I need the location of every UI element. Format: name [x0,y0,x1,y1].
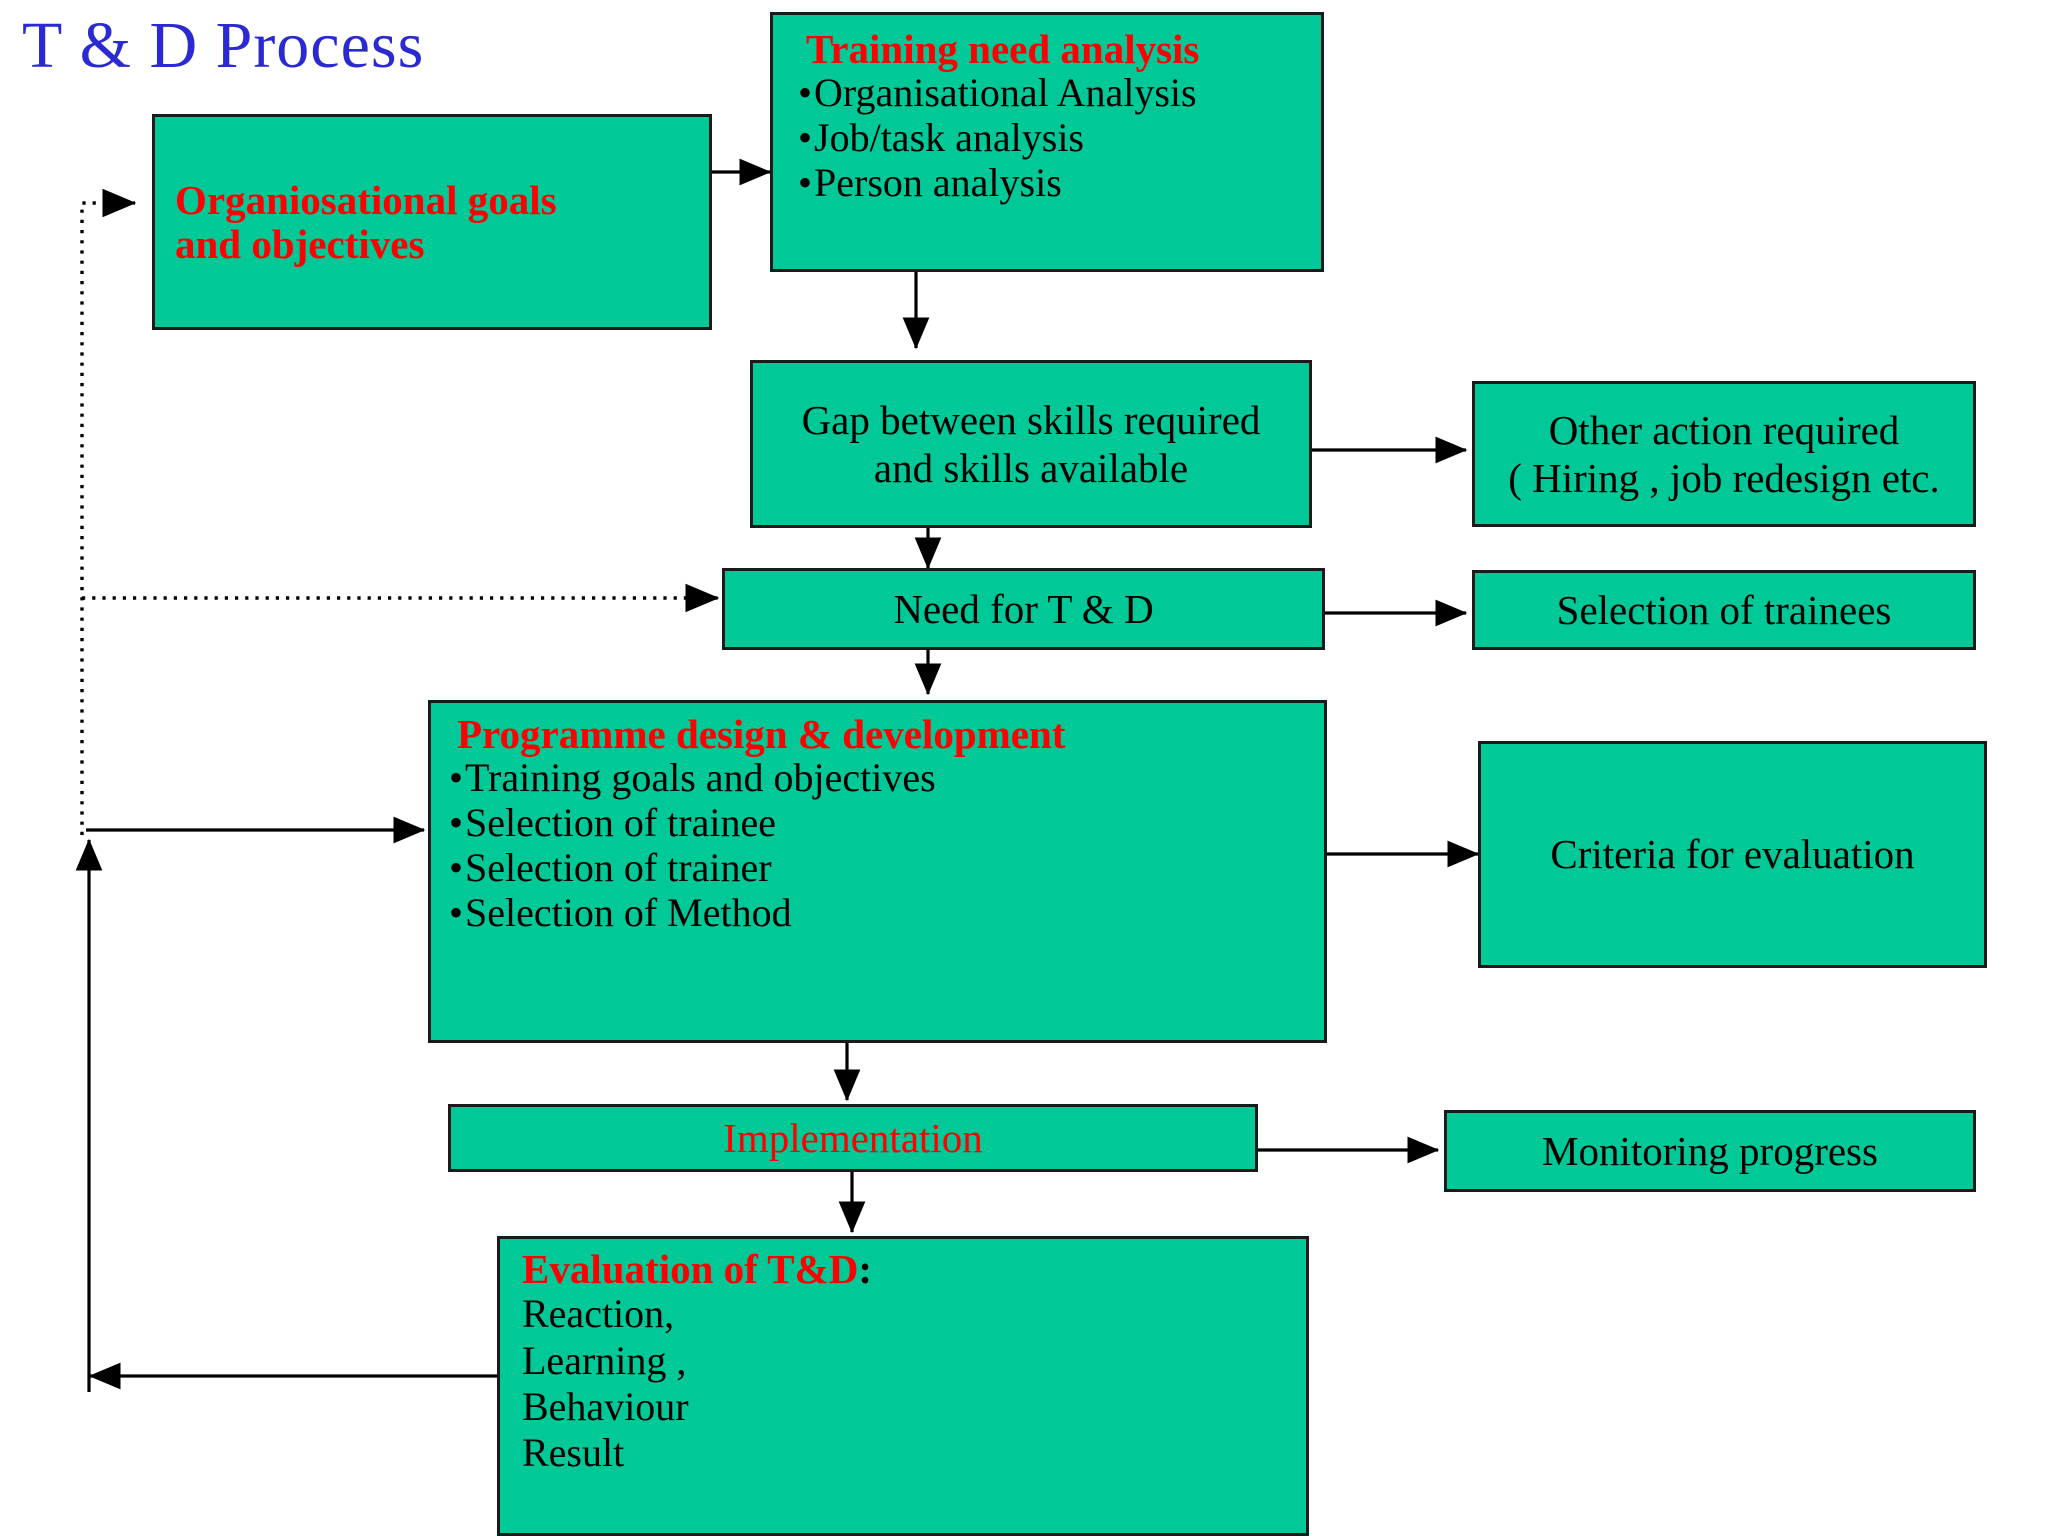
training-need-bullet-1: Organisational Analysis [773,70,1321,116]
node-training-need-analysis[interactable]: Training need analysis Organisational An… [770,12,1324,272]
node-skills-gap[interactable]: Gap between skills required and skills a… [750,360,1312,528]
training-need-bullet-3: Person analysis [773,160,1321,206]
monitoring-label: Monitoring progress [1542,1127,1878,1174]
node-programme-design[interactable]: Programme design & development Training … [428,700,1327,1043]
skills-gap-line-2: and skills available [873,445,1189,491]
evaluation-item-4: Result [522,1430,625,1476]
criteria-label: Criteria for evaluation [1550,831,1915,878]
node-criteria-for-evaluation[interactable]: Criteria for evaluation [1478,741,1987,968]
org-goals-line-2: and objectives [175,221,425,267]
node-selection-of-trainees[interactable]: Selection of trainees [1472,570,1976,650]
node-implementation[interactable]: Implementation [448,1104,1258,1172]
need-for-td-label: Need for T & D [893,585,1154,632]
page-title: T & D Process [22,9,425,82]
node-evaluation-of-td[interactable]: Evaluation of T&D: Reaction, Learning , … [497,1236,1309,1536]
evaluation-item-2: Learning , [522,1337,687,1383]
org-goals-line-1: Organiosational goals [175,176,557,223]
node-other-action-required[interactable]: Other action required ( Hiring , job red… [1472,381,1976,527]
connector-feedback-to-org-goals [80,188,137,835]
selection-of-trainees-label: Selection of trainees [1556,586,1892,633]
other-action-line-2: ( Hiring , job redesign etc. [1508,455,1940,501]
node-organisational-goals[interactable]: Organiosational goals and objectives [152,114,712,330]
programme-design-bullet-4: Selection of Method [431,890,1324,936]
skills-gap-line-1: Gap between skills required [801,396,1261,443]
programme-design-bullet-3: Selection of trainer [431,845,1324,891]
evaluation-heading-text: Evaluation of T&D [522,1246,859,1292]
node-monitoring-progress[interactable]: Monitoring progress [1444,1110,1976,1192]
evaluation-item-3: Behaviour [522,1384,689,1430]
evaluation-heading: Evaluation of T&D: [500,1247,1306,1291]
other-action-line-1: Other action required [1548,406,1900,453]
node-need-for-td[interactable]: Need for T & D [722,568,1325,650]
training-need-bullet-2: Job/task analysis [773,115,1321,161]
training-need-heading: Training need analysis [806,26,1200,72]
programme-design-bullet-1: Training goals and objectives [431,755,1324,801]
implementation-label: Implementation [723,1115,983,1161]
programme-design-heading: Programme design & development [457,711,1066,757]
evaluation-heading-colon: : [858,1246,873,1292]
programme-design-bullet-2: Selection of trainee [431,800,1324,846]
evaluation-item-1: Reaction, [522,1291,675,1337]
